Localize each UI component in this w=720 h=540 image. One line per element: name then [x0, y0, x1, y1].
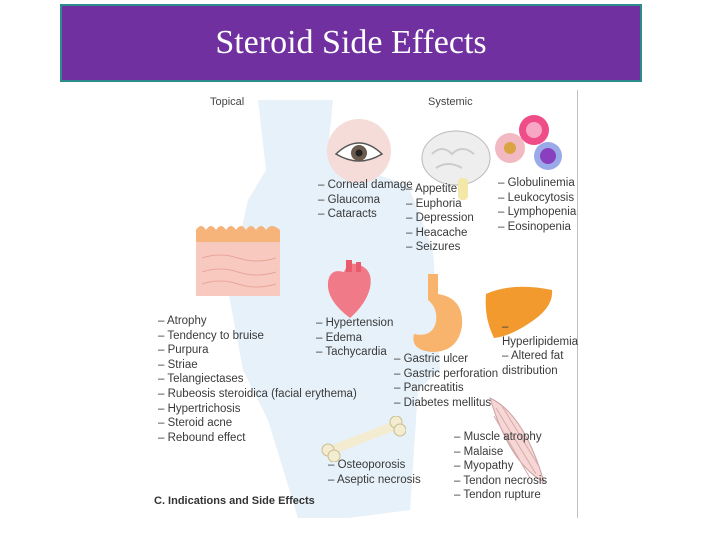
list-item: Globulinemia — [498, 176, 576, 191]
list-item: Glaucoma — [318, 193, 413, 208]
list-item: Eosinopenia — [498, 220, 576, 235]
list-item: Tendency to bruise — [158, 329, 357, 344]
slide-title-bar: Steroid Side Effects — [60, 4, 642, 82]
slide-title: Steroid Side Effects — [215, 24, 487, 61]
bone-icon — [321, 416, 406, 462]
list-item: Telangiectases — [158, 372, 357, 387]
heart-icon — [327, 260, 371, 318]
systemic-heading: Systemic — [428, 96, 473, 108]
list-item: Hypertension — [316, 316, 394, 331]
list-item: Cataracts — [318, 207, 413, 222]
list-item: Pancreatitis — [394, 381, 498, 396]
figure-border — [577, 90, 578, 518]
list-item: Aseptic necrosis — [328, 473, 421, 488]
muscle-effects-list: Muscle atrophy Malaise Myopathy Tendon n… — [454, 430, 547, 503]
list-item: Muscle atrophy — [454, 430, 547, 445]
list-item: Rubeosis steroidica (facial erythema) — [158, 387, 357, 402]
list-item: Purpura — [158, 343, 357, 358]
heart-effects-list: Hypertension Edema Tachycardia — [316, 316, 393, 360]
stomach-icon — [413, 274, 463, 352]
list-item: Striae — [158, 358, 357, 373]
steroid-diagram: Topical Systemic — [148, 90, 578, 518]
list-item: Hyperlipidemia — [502, 320, 578, 349]
brain-effects-list: Appetite Euphoria Depression Heacache Se… — [406, 182, 474, 255]
eye-effects-list: Corneal damage Glaucoma Cataracts — [318, 178, 413, 222]
list-item: Hypertrichosis — [158, 402, 357, 417]
list-item: Rebound effect — [158, 431, 357, 446]
skin-effects-list: Atrophy Tendency to bruise Purpura Stria… — [158, 314, 357, 445]
list-item: Heacache — [406, 226, 474, 241]
list-item: Gastric ulcer — [394, 352, 498, 367]
list-item: Lymphopenia — [498, 205, 577, 220]
stomach-effects-list: Gastric ulcer Gastric perforation Pancre… — [394, 352, 499, 411]
list-item: Depression — [406, 211, 474, 226]
list-item: Seizures — [406, 240, 474, 255]
liver-effects-list: Hyperlipidemia Altered fat distribution — [502, 320, 578, 378]
blood-cells-icon — [495, 115, 562, 170]
list-item: Gastric perforation — [394, 367, 499, 382]
list-item: Tendon necrosis — [454, 474, 547, 489]
blood-effects-list: Globulinemia Leukocytosis Lymphopenia Eo… — [498, 176, 577, 235]
skin-icon — [196, 226, 280, 296]
list-item: Leukocytosis — [498, 191, 576, 206]
list-item: Edema — [316, 331, 393, 346]
list-item: Diabetes mellitus — [394, 396, 498, 411]
list-item: Altered fat distribution — [502, 349, 578, 378]
list-item: Euphoria — [406, 197, 474, 212]
list-item: Malaise — [454, 445, 547, 460]
list-item: Appetite — [406, 182, 474, 197]
list-item: Corneal damage — [318, 178, 413, 193]
bone-effects-list: Osteoporosis Aseptic necrosis — [328, 458, 421, 487]
list-item: Tendon rupture — [454, 488, 547, 503]
list-item: Myopathy — [454, 459, 547, 474]
list-item: Atrophy — [158, 314, 357, 329]
topical-heading: Topical — [210, 96, 245, 108]
list-item: Steroid acne — [158, 416, 357, 431]
list-item: Tachycardia — [316, 345, 393, 360]
figure-caption: C. Indications and Side Effects — [154, 495, 315, 507]
list-item: Osteoporosis — [328, 458, 421, 473]
eye-icon — [327, 119, 391, 183]
